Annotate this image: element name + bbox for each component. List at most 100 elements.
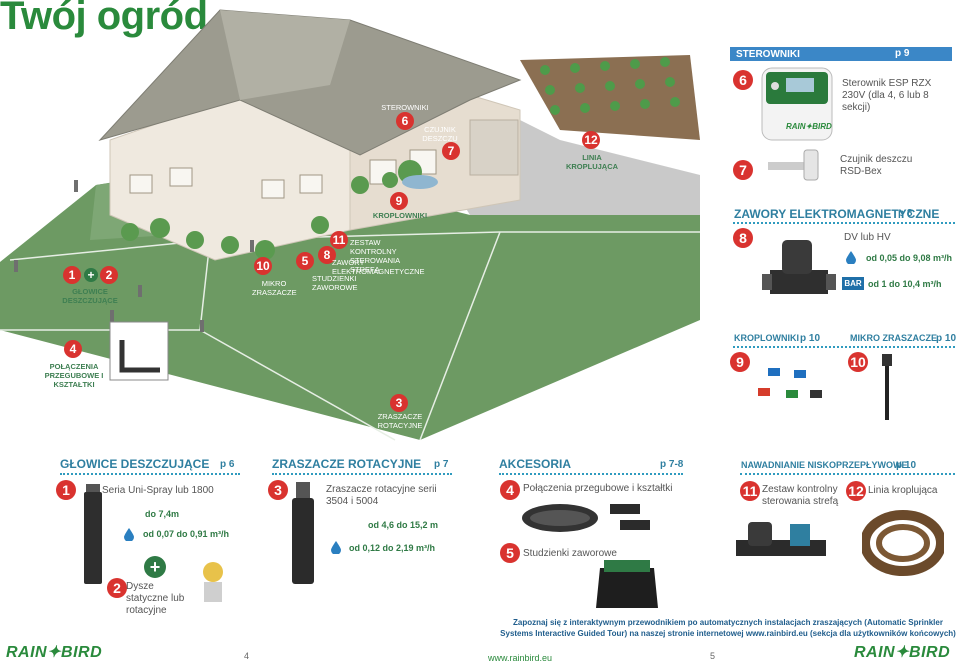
- rainbird-logo-right: RAIN✦BIRD: [854, 644, 951, 661]
- zraszacze-range: od 4,6 do 15,2 m: [368, 520, 439, 530]
- rotor-image: [292, 482, 314, 584]
- drippers-image: [758, 368, 822, 398]
- rain-sensor-image: [768, 149, 819, 181]
- fittings-image: [522, 504, 650, 532]
- akcesoria-header: AKCESORIA: [499, 457, 572, 471]
- badge-11-scene: 11: [330, 231, 348, 249]
- plus-icon-scene: +: [84, 268, 98, 282]
- badge-7-scene: 7: [442, 142, 460, 160]
- badge-10-scene: 10: [254, 257, 272, 275]
- badge-9: 9: [730, 352, 750, 372]
- water-drop-icon-glowice: [124, 528, 134, 541]
- zraszacze-item: Zraszacze rotacyjne serii 3504 i 5004: [326, 484, 437, 507]
- badge-6: 6: [733, 70, 753, 90]
- badge-12-scene: 12: [582, 131, 600, 149]
- water-drop-icon: [846, 251, 856, 264]
- sterowniki-header-text: STEROWNIKI: [736, 48, 800, 60]
- badge-12: 12: [846, 481, 866, 501]
- badge-1: 1: [56, 480, 76, 500]
- page-number-left: 4: [244, 651, 250, 661]
- zawory-header: ZAWORY ELEKTROMAGNETYCZNE: [734, 207, 940, 221]
- glowice-header: GŁOWICE DESZCZUJĄCE: [60, 457, 210, 471]
- badge-4: 4: [500, 480, 520, 500]
- akcesoria-item4: Połączenia przegubowe i kształtki: [523, 483, 673, 494]
- controller-desc: Sterownik ESP RZX 230V (dla 4, 6 lub 8 s…: [842, 78, 932, 113]
- akcesoria-page: p 7-8: [660, 459, 684, 470]
- valve-type: DV lub HV: [844, 232, 891, 243]
- kroplowniki-page: p 10: [800, 333, 821, 344]
- label-studzienki: STUDZIENKI ZAWOROWE: [312, 274, 358, 292]
- label-mikro: MIKRO ZRASZACZE: [252, 279, 297, 297]
- valve-image: [762, 240, 836, 294]
- badge-9-scene: 9: [390, 192, 408, 210]
- nawadnianie-item12: Linia kroplująca: [868, 485, 938, 496]
- badge-8: 8: [733, 228, 753, 248]
- glowice-page: p 6: [220, 459, 235, 470]
- kroplowniki-header: KROPLOWNIKI: [734, 333, 799, 343]
- rainbird-logo-left: RAIN✦BIRD: [6, 644, 103, 661]
- badge-11: 11: [740, 481, 760, 501]
- badge-1-scene: 1: [63, 266, 81, 284]
- sterowniki-header: STEROWNIKI: [730, 47, 952, 61]
- zawory-page: p 8: [898, 208, 913, 219]
- glowice-flow: od 0,07 do 0,91 m³/h: [143, 529, 230, 539]
- badge-6-scene: 6: [396, 112, 414, 130]
- glowice-item: Seria Uni-Spray lub 1800: [102, 485, 214, 496]
- label-zraszacze: ZRASZACZE ROTACYJNE: [377, 412, 423, 430]
- badge-7: 7: [733, 160, 753, 180]
- label-czujnik: CZUJNIK DESZCZU: [422, 125, 458, 143]
- valve-box-image: [596, 560, 658, 608]
- akcesoria-item5: Studzienki zaworowe: [523, 548, 617, 559]
- mikro-header: MIKRO ZRASZACZE: [850, 333, 937, 343]
- mikro-page: p 10: [936, 333, 957, 344]
- badge-10: 10: [848, 352, 868, 372]
- label-zestaw: ZESTAW KONTROLNY STEROWANIA STREFĄ: [350, 238, 400, 274]
- zraszacze-page: p 7: [434, 459, 449, 470]
- glowice-divider: [60, 473, 240, 475]
- badge-3-scene: 3: [390, 394, 408, 412]
- akcesoria-divider: [499, 473, 683, 475]
- control-zone-kit-image: [736, 522, 826, 556]
- kroplowniki-divider: [733, 346, 955, 348]
- nawadnianie-item11: Zestaw kontrolny sterowania strefą: [762, 484, 839, 507]
- page-number-right: 5: [710, 651, 716, 661]
- plus-icon: +: [144, 556, 166, 578]
- info-text: Zapoznaj się z interaktywnym przewodniki…: [500, 618, 956, 638]
- sensor-desc: Czujnik deszczu RSD-Bex: [840, 154, 913, 177]
- footer-url[interactable]: www.rainbird.eu: [488, 653, 553, 663]
- sterowniki-page: p 9: [895, 48, 910, 59]
- valve-flow: od 0,05 do 9,08 m³/h: [866, 253, 953, 263]
- badge-4-scene: 4: [64, 340, 82, 358]
- zraszacze-divider: [272, 473, 452, 475]
- label-zawory: ZAWORY ELEKTROMAGNETYCZNE: [332, 258, 425, 276]
- glowice-range: do 7,4m: [145, 509, 180, 519]
- badge-8-scene: 8: [318, 246, 336, 264]
- garden-illustration: [0, 9, 700, 441]
- water-drop-icon-zraszacze: [331, 541, 341, 554]
- label-linia: LINIA KROPLUJĄCA: [565, 153, 619, 171]
- bar-tag: BAR: [842, 277, 864, 290]
- badge-2-scene: 2: [100, 266, 118, 284]
- zraszacze-flow: od 0,12 do 2,19 m³/h: [349, 543, 436, 553]
- badge-2: 2: [107, 578, 127, 598]
- label-glowice: GŁOWICE DESZCZUJĄCE: [62, 287, 118, 305]
- label-sterowniki: STEROWNIKI: [381, 103, 429, 112]
- zawory-divider: [733, 222, 955, 224]
- label-polaczenia: POŁĄCZENIA PRZEGUBOWE I KSZTAŁTKI: [44, 362, 104, 389]
- badge-3: 3: [268, 480, 288, 500]
- page-title: Twój ogród: [0, 0, 208, 38]
- glowice-nozzles: Dysze statyczne lub rotacyjne: [126, 581, 185, 616]
- badge-5: 5: [500, 543, 520, 563]
- nozzle-image: [203, 562, 223, 602]
- nawadnianie-header: NAWADNIANIE NISKOPRZEPŁYWOWE: [741, 460, 908, 470]
- label-kroplowniki: KROPLOWNIKI: [372, 211, 428, 220]
- controller-image: [761, 67, 833, 141]
- micro-sprinkler-image: [882, 354, 892, 420]
- nawadnianie-divider: [740, 473, 955, 475]
- badge-5-scene: 5: [296, 252, 314, 270]
- spray-head-image: [84, 484, 102, 584]
- controller-brand: RAIN✦BIRD: [786, 122, 832, 131]
- valve-pressure: od 1 do 10,4 m³/h: [868, 279, 942, 289]
- nawadnianie-page: p 10: [896, 460, 917, 471]
- zraszacze-header: ZRASZACZE ROTACYJNE: [272, 457, 422, 471]
